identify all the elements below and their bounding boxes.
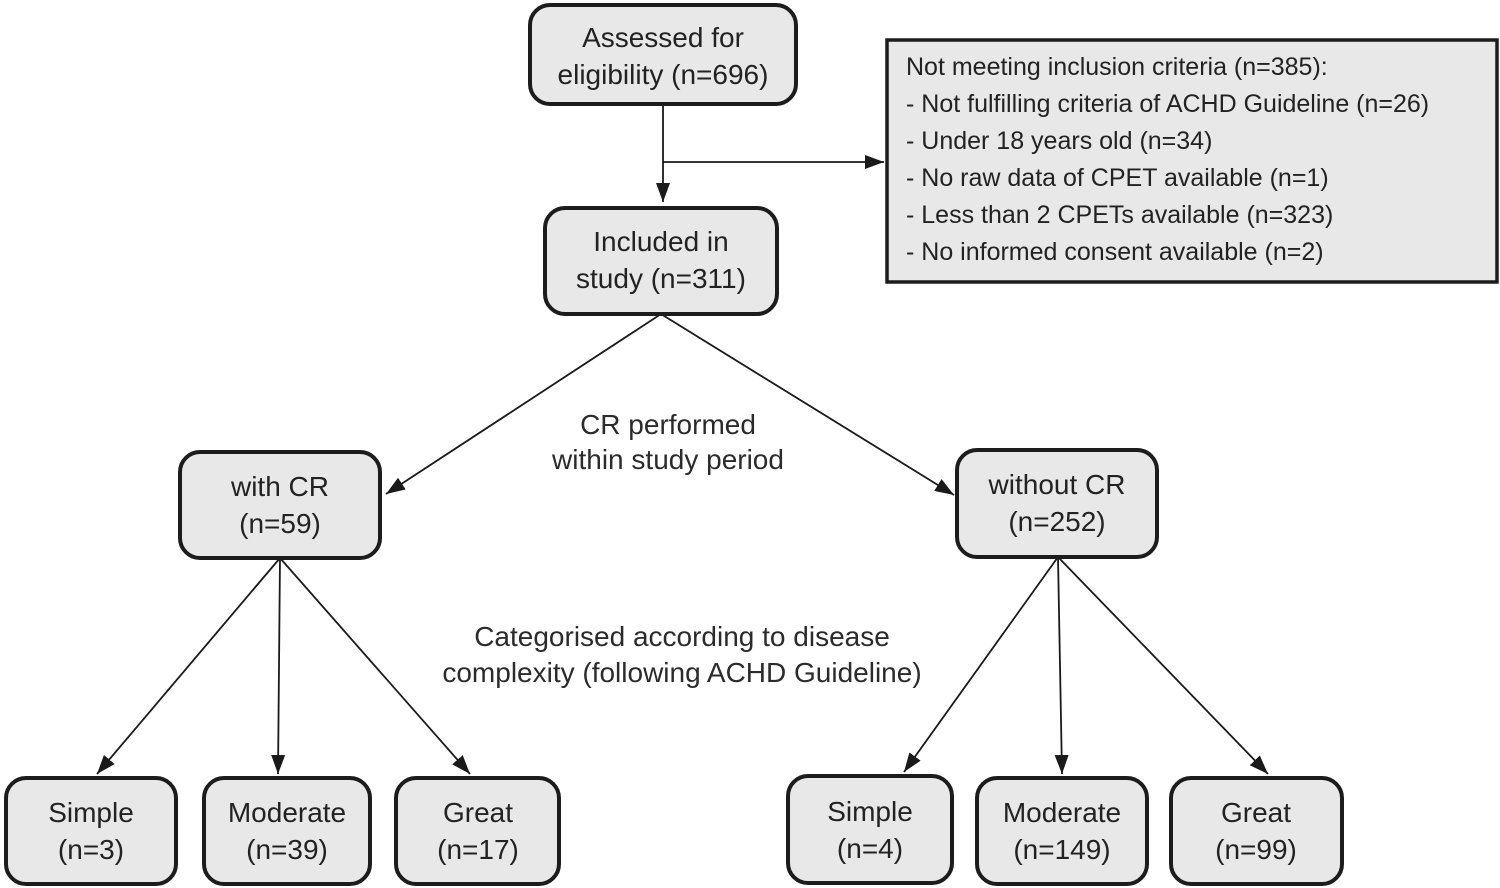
node-assessed-line2: eligibility (n=696): [558, 59, 769, 90]
node-cr-simple-line2: (n=3): [58, 834, 124, 865]
node-cr-simple: Simple (n=3): [4, 776, 178, 886]
label-cr-period: CR performed within study period: [551, 409, 784, 475]
label-categorised: Categorised according to disease complex…: [442, 621, 921, 688]
node-cr-great-line1: Great: [443, 797, 513, 828]
edge-withcr-moderate: [271, 557, 286, 775]
node-cr-great: Great (n=17): [394, 776, 561, 886]
node-cr-moderate-line1: Moderate: [228, 797, 346, 828]
node-nocr-simple-line2: (n=4): [837, 833, 903, 864]
node-cr-simple-box: [4, 776, 178, 886]
node-nocr-great-box: [1169, 776, 1344, 886]
node-cr-great-line2: (n=17): [437, 834, 519, 865]
node-nocr-moderate: Moderate (n=149): [975, 776, 1149, 886]
node-nocr-moderate-line1: Moderate: [1003, 797, 1121, 828]
node-included-box: [543, 206, 779, 316]
edge-withcr-simple: [96, 557, 281, 775]
edge-withoutcr-great: [1057, 556, 1269, 775]
node-nocr-simple-box: [786, 774, 954, 885]
node-included: Included in study (n=311): [543, 206, 779, 316]
edge-withcr-great: [279, 557, 471, 775]
node-exclusion-item: - No informed consent available (n=2): [906, 238, 1324, 266]
node-nocr-moderate-line2: (n=149): [1013, 834, 1110, 865]
node-with-cr: with CR (n=59): [178, 450, 382, 560]
node-assessed: Assessed for eligibility (n=696): [528, 3, 798, 106]
edges: [96, 104, 1269, 775]
label-categorised-line2: complexity (following ACHD Guideline): [442, 657, 921, 688]
node-assessed-box: [528, 3, 798, 106]
node-with-cr-box: [178, 450, 382, 560]
node-exclusion-item: - Less than 2 CPETs available (n=323): [906, 201, 1333, 229]
node-included-line2: study (n=311): [576, 263, 746, 294]
node-exclusion-item: - Not fulfilling criteria of ACHD Guidel…: [906, 90, 1429, 118]
node-nocr-great-line1: Great: [1221, 797, 1291, 828]
edge-included-withoutcr: [660, 313, 955, 496]
node-with-cr-line2: (n=59): [239, 508, 321, 539]
node-nocr-simple-line1: Simple: [827, 796, 913, 827]
node-cr-moderate: Moderate (n=39): [202, 776, 372, 886]
node-exclusion-box: [885, 38, 1499, 284]
node-cr-moderate-line2: (n=39): [246, 834, 328, 865]
node-without-cr-box: [955, 448, 1159, 559]
node-nocr-moderate-box: [975, 776, 1149, 886]
node-exclusion-item: - No raw data of CPET available (n=1): [906, 164, 1329, 192]
node-exclusion-title: Not meeting inclusion criteria (n=385):: [906, 53, 1328, 81]
node-cr-moderate-box: [202, 776, 372, 886]
node-cr-great-box: [394, 776, 561, 886]
node-exclusion-item: - Under 18 years old (n=34): [906, 127, 1212, 155]
node-nocr-great: Great (n=99): [1169, 776, 1344, 886]
node-cr-simple-line1: Simple: [48, 797, 134, 828]
label-cr-period-line2: within study period: [551, 444, 784, 475]
edge-withoutcr-moderate: [1054, 556, 1069, 775]
node-nocr-simple: Simple (n=4): [786, 774, 954, 885]
label-categorised-line1: Categorised according to disease: [474, 621, 890, 652]
node-exclusion: Not meeting inclusion criteria (n=385): …: [885, 38, 1499, 284]
node-assessed-line1: Assessed for: [582, 22, 744, 53]
node-included-line1: Included in: [593, 226, 728, 257]
node-nocr-great-line2: (n=99): [1215, 834, 1297, 865]
node-without-cr-line1: without CR: [988, 469, 1126, 500]
edge-withoutcr-simple: [903, 556, 1059, 773]
node-with-cr-line1: with CR: [230, 471, 329, 502]
edge-included-withcr: [385, 313, 662, 495]
label-cr-period-line1: CR performed: [580, 409, 756, 440]
node-without-cr-line2: (n=252): [1008, 506, 1105, 537]
node-without-cr: without CR (n=252): [955, 448, 1159, 559]
